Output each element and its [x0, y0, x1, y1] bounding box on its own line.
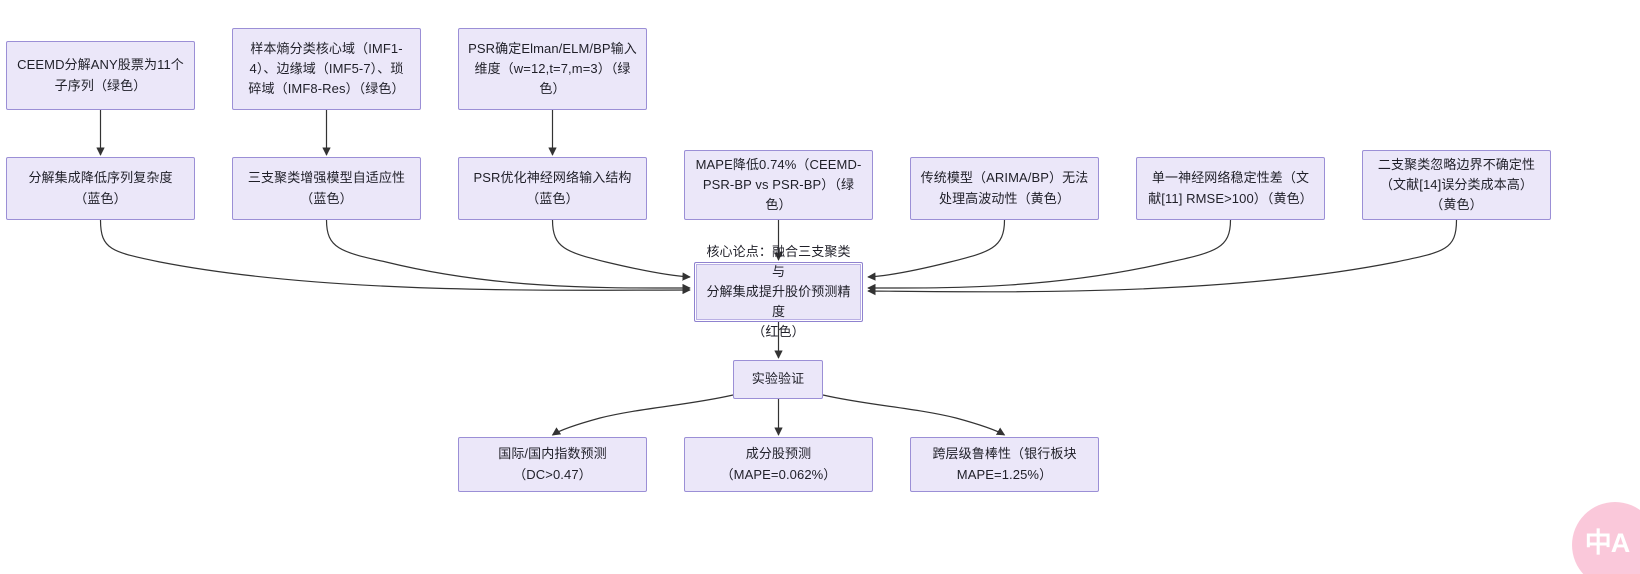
- node-decomposition-complexity[interactable]: 分解集成降低序列复杂度 （蓝色）: [6, 157, 195, 220]
- node-three-way-adaptivity[interactable]: 三支聚类增强模型自适应性 （蓝色）: [232, 157, 421, 220]
- node-index-forecast-result[interactable]: 国际/国内指数预测 （DC>0.47）: [458, 437, 647, 492]
- edge-threeway-to-core: [325, 219, 691, 293]
- node-single-network-instability[interactable]: 单一神经网络稳定性差（文 献[11] RMSE>100）（黄色）: [1136, 157, 1325, 220]
- node-two-way-clustering-gap[interactable]: 二支聚类忽略边界不确定性 （文献[14]误分类成本高） （黄色）: [1362, 150, 1551, 220]
- node-label: PSR优化神经网络输入结构 （蓝色）: [473, 170, 632, 206]
- node-label: 传统模型（ARIMA/BP）无法 处理高波动性（黄色）: [920, 170, 1089, 206]
- edge-twoway-to-core: [867, 219, 1458, 296]
- edge-experiment-to-robust: [822, 394, 1006, 436]
- node-experiment-validation[interactable]: 实验验证: [733, 360, 823, 399]
- edge-structure-to-core: [551, 219, 691, 281]
- node-label: CEEMD分解ANY股票为11个 子序列（绿色）: [17, 57, 184, 93]
- edge-nn-to-core: [867, 219, 1232, 293]
- node-label: 二支聚类忽略边界不确定性 （文献[14]误分类成本高） （黄色）: [1377, 156, 1536, 213]
- watermark-badge: 中A: [1572, 502, 1640, 574]
- node-label: 单一神经网络稳定性差（文 献[11] RMSE>100）（黄色）: [1148, 170, 1313, 206]
- node-label: 样本熵分类核心域（IMF1- 4）、边缘域（IMF5-7）、琐 碎域（IMF8-…: [248, 40, 405, 97]
- node-traditional-model-limit[interactable]: 传统模型（ARIMA/BP）无法 处理高波动性（黄色）: [910, 157, 1099, 220]
- node-label: PSR确定Elman/ELM/BP输入 维度（w=12,t=7,m=3）（绿 色…: [468, 40, 637, 97]
- node-label: 国际/国内指数预测 （DC>0.47）: [498, 446, 607, 482]
- watermark-label: 中A: [1584, 527, 1630, 558]
- node-ceemd-decomposition[interactable]: CEEMD分解ANY股票为11个 子序列（绿色）: [6, 41, 195, 110]
- node-core-claim[interactable]: 核心论点：融合三支聚类与 分解集成提升股价预测精度 （红色）: [694, 244, 863, 339]
- node-label: MAPE降低0.74%（CEEMD- PSR-BP vs PSR-BP）（绿 色…: [695, 156, 862, 213]
- node-label: 实验验证: [751, 371, 805, 387]
- node-label: 跨层级鲁棒性（银行板块 MAPE=1.25%）: [932, 446, 1077, 482]
- node-label: 分解集成降低序列复杂度 （蓝色）: [28, 170, 173, 206]
- edge-arima-to-core: [867, 219, 1006, 281]
- edge-experiment-to-index: [551, 394, 734, 436]
- node-psr-input-dimension[interactable]: PSR确定Elman/ELM/BP输入 维度（w=12,t=7,m=3）（绿 色…: [458, 28, 647, 110]
- node-label: 三支聚类增强模型自适应性 （蓝色）: [247, 170, 406, 206]
- node-mape-reduction[interactable]: MAPE降低0.74%（CEEMD- PSR-BP vs PSR-BP）（绿 色…: [684, 150, 873, 220]
- node-psr-network-structure[interactable]: PSR优化神经网络输入结构 （蓝色）: [458, 157, 647, 220]
- node-sample-entropy-domains[interactable]: 样本熵分类核心域（IMF1- 4）、边缘域（IMF5-7）、琐 碎域（IMF8-…: [232, 28, 421, 110]
- node-cross-level-robustness-result[interactable]: 跨层级鲁棒性（银行板块 MAPE=1.25%）: [910, 437, 1099, 492]
- node-constituent-stock-result[interactable]: 成分股预测 （MAPE=0.062%）: [684, 437, 873, 492]
- node-label: 成分股预测 （MAPE=0.062%）: [720, 446, 837, 482]
- node-label: 核心论点：融合三支聚类与 分解集成提升股价预测精度 （红色）: [706, 243, 851, 340]
- edge-decomp-to-core: [99, 219, 691, 295]
